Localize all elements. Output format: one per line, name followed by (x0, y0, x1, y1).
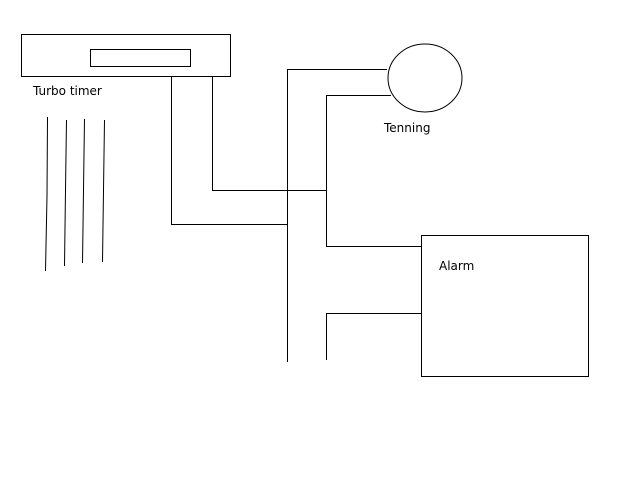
alarm-component: Alarm (421, 235, 589, 377)
wire-timer-right (212, 77, 327, 191)
turbo-timer-unit: Turbo timer (21, 34, 231, 98)
loose-wires (45, 116, 105, 272)
tenning-label: Tenning (383, 121, 430, 135)
loose-wire-3 (82, 118, 85, 264)
wire-alarm-lower (326, 313, 421, 360)
loose-wire-1 (45, 116, 48, 272)
turbo-timer-label: Turbo timer (32, 84, 102, 98)
wire-tenning-bottom-lead (326, 95, 421, 247)
tenning-circle (387, 43, 463, 113)
turbo-timer-display (90, 49, 191, 67)
loose-wire-2 (64, 119, 67, 267)
wire-tenning-top-lead (287, 69, 387, 362)
alarm-box (421, 235, 589, 377)
wire-timer-left (171, 77, 288, 225)
tenning-component: Tenning (383, 43, 463, 135)
turbo-timer-box (21, 34, 231, 77)
alarm-label: Alarm (439, 259, 474, 273)
loose-wire-4 (102, 119, 105, 263)
connection-wires (171, 69, 421, 362)
